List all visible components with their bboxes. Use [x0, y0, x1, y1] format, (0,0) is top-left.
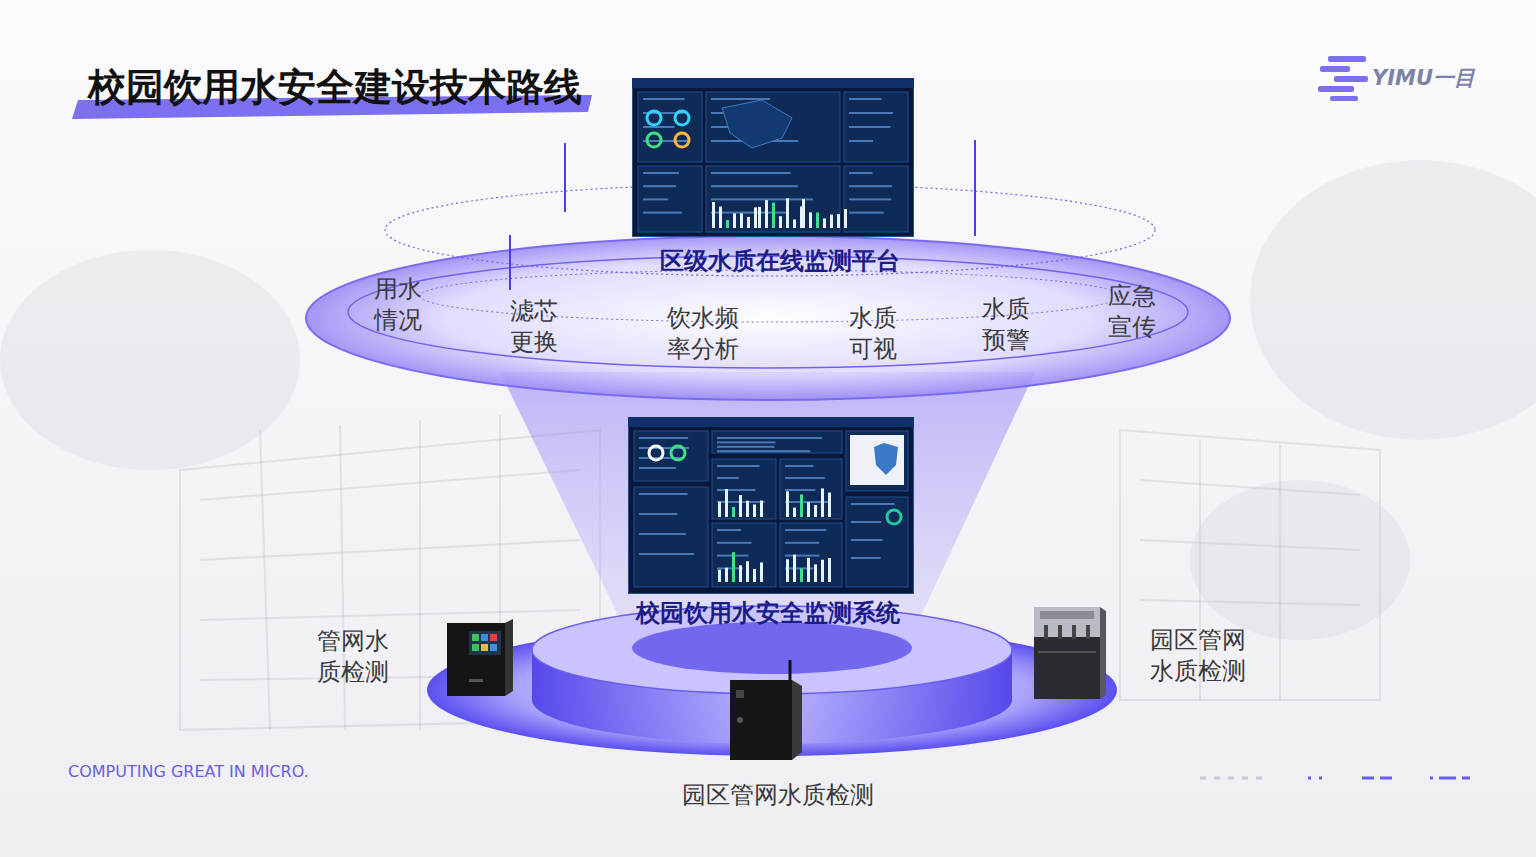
tree-sketch — [0, 160, 1536, 640]
device-unit: 园区管网水质检测 — [1034, 607, 1106, 699]
base-core — [632, 622, 912, 674]
ring-function: 水质预警 — [982, 294, 1035, 356]
page-title: 校园饮用水安全建设技术路线 — [88, 62, 582, 113]
dispenser-illustration — [1034, 607, 1106, 699]
screen2-illustration — [628, 417, 914, 594]
screen1-illustration — [632, 78, 914, 237]
ring-function: 应急宣传 — [1108, 281, 1161, 343]
dashboard-screen: 区级水质在线监测平台 — [632, 78, 914, 237]
ring-function: 水质可视 — [849, 303, 902, 365]
logo-text: YIMU一目 — [1372, 64, 1475, 92]
ring-function: 用水情况 — [374, 274, 427, 336]
device-unit: 管网水质检测 — [447, 619, 513, 696]
cabinet-illustration — [447, 619, 513, 696]
device-label: 园区管网水质检测 — [682, 779, 874, 811]
device-label: 园区管网水质检测 — [1150, 625, 1251, 687]
light-beam — [500, 372, 1035, 650]
dashboard-screen: 校园饮用水安全监测系统 — [628, 417, 914, 594]
device-label: 管网水质检测 — [317, 626, 394, 688]
logo-icon — [1318, 56, 1368, 101]
ring-function: 滤芯更换 — [510, 296, 563, 358]
slogan: COMPUTING GREAT IN MICRO. — [68, 762, 309, 781]
dash-decoration — [1200, 777, 1470, 780]
platform-caption: 校园饮用水安全监测系统 — [636, 597, 900, 629]
device-unit: 园区管网水质检测 — [730, 660, 802, 760]
platform-caption: 区级水质在线监测平台 — [660, 245, 900, 277]
upper-ring — [306, 236, 1230, 400]
unit-illustration — [730, 660, 802, 760]
ring-function: 饮水频率分析 — [667, 303, 744, 365]
